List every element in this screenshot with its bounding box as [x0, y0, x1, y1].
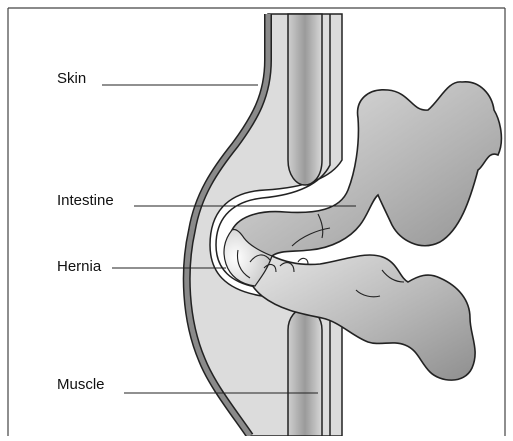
label-skin: Skin [57, 71, 86, 86]
label-intestine: Intestine [57, 193, 114, 208]
label-hernia: Hernia [57, 259, 101, 274]
muscle-upper [288, 14, 322, 185]
label-muscle: Muscle [57, 377, 105, 392]
muscle-lower [288, 308, 322, 436]
